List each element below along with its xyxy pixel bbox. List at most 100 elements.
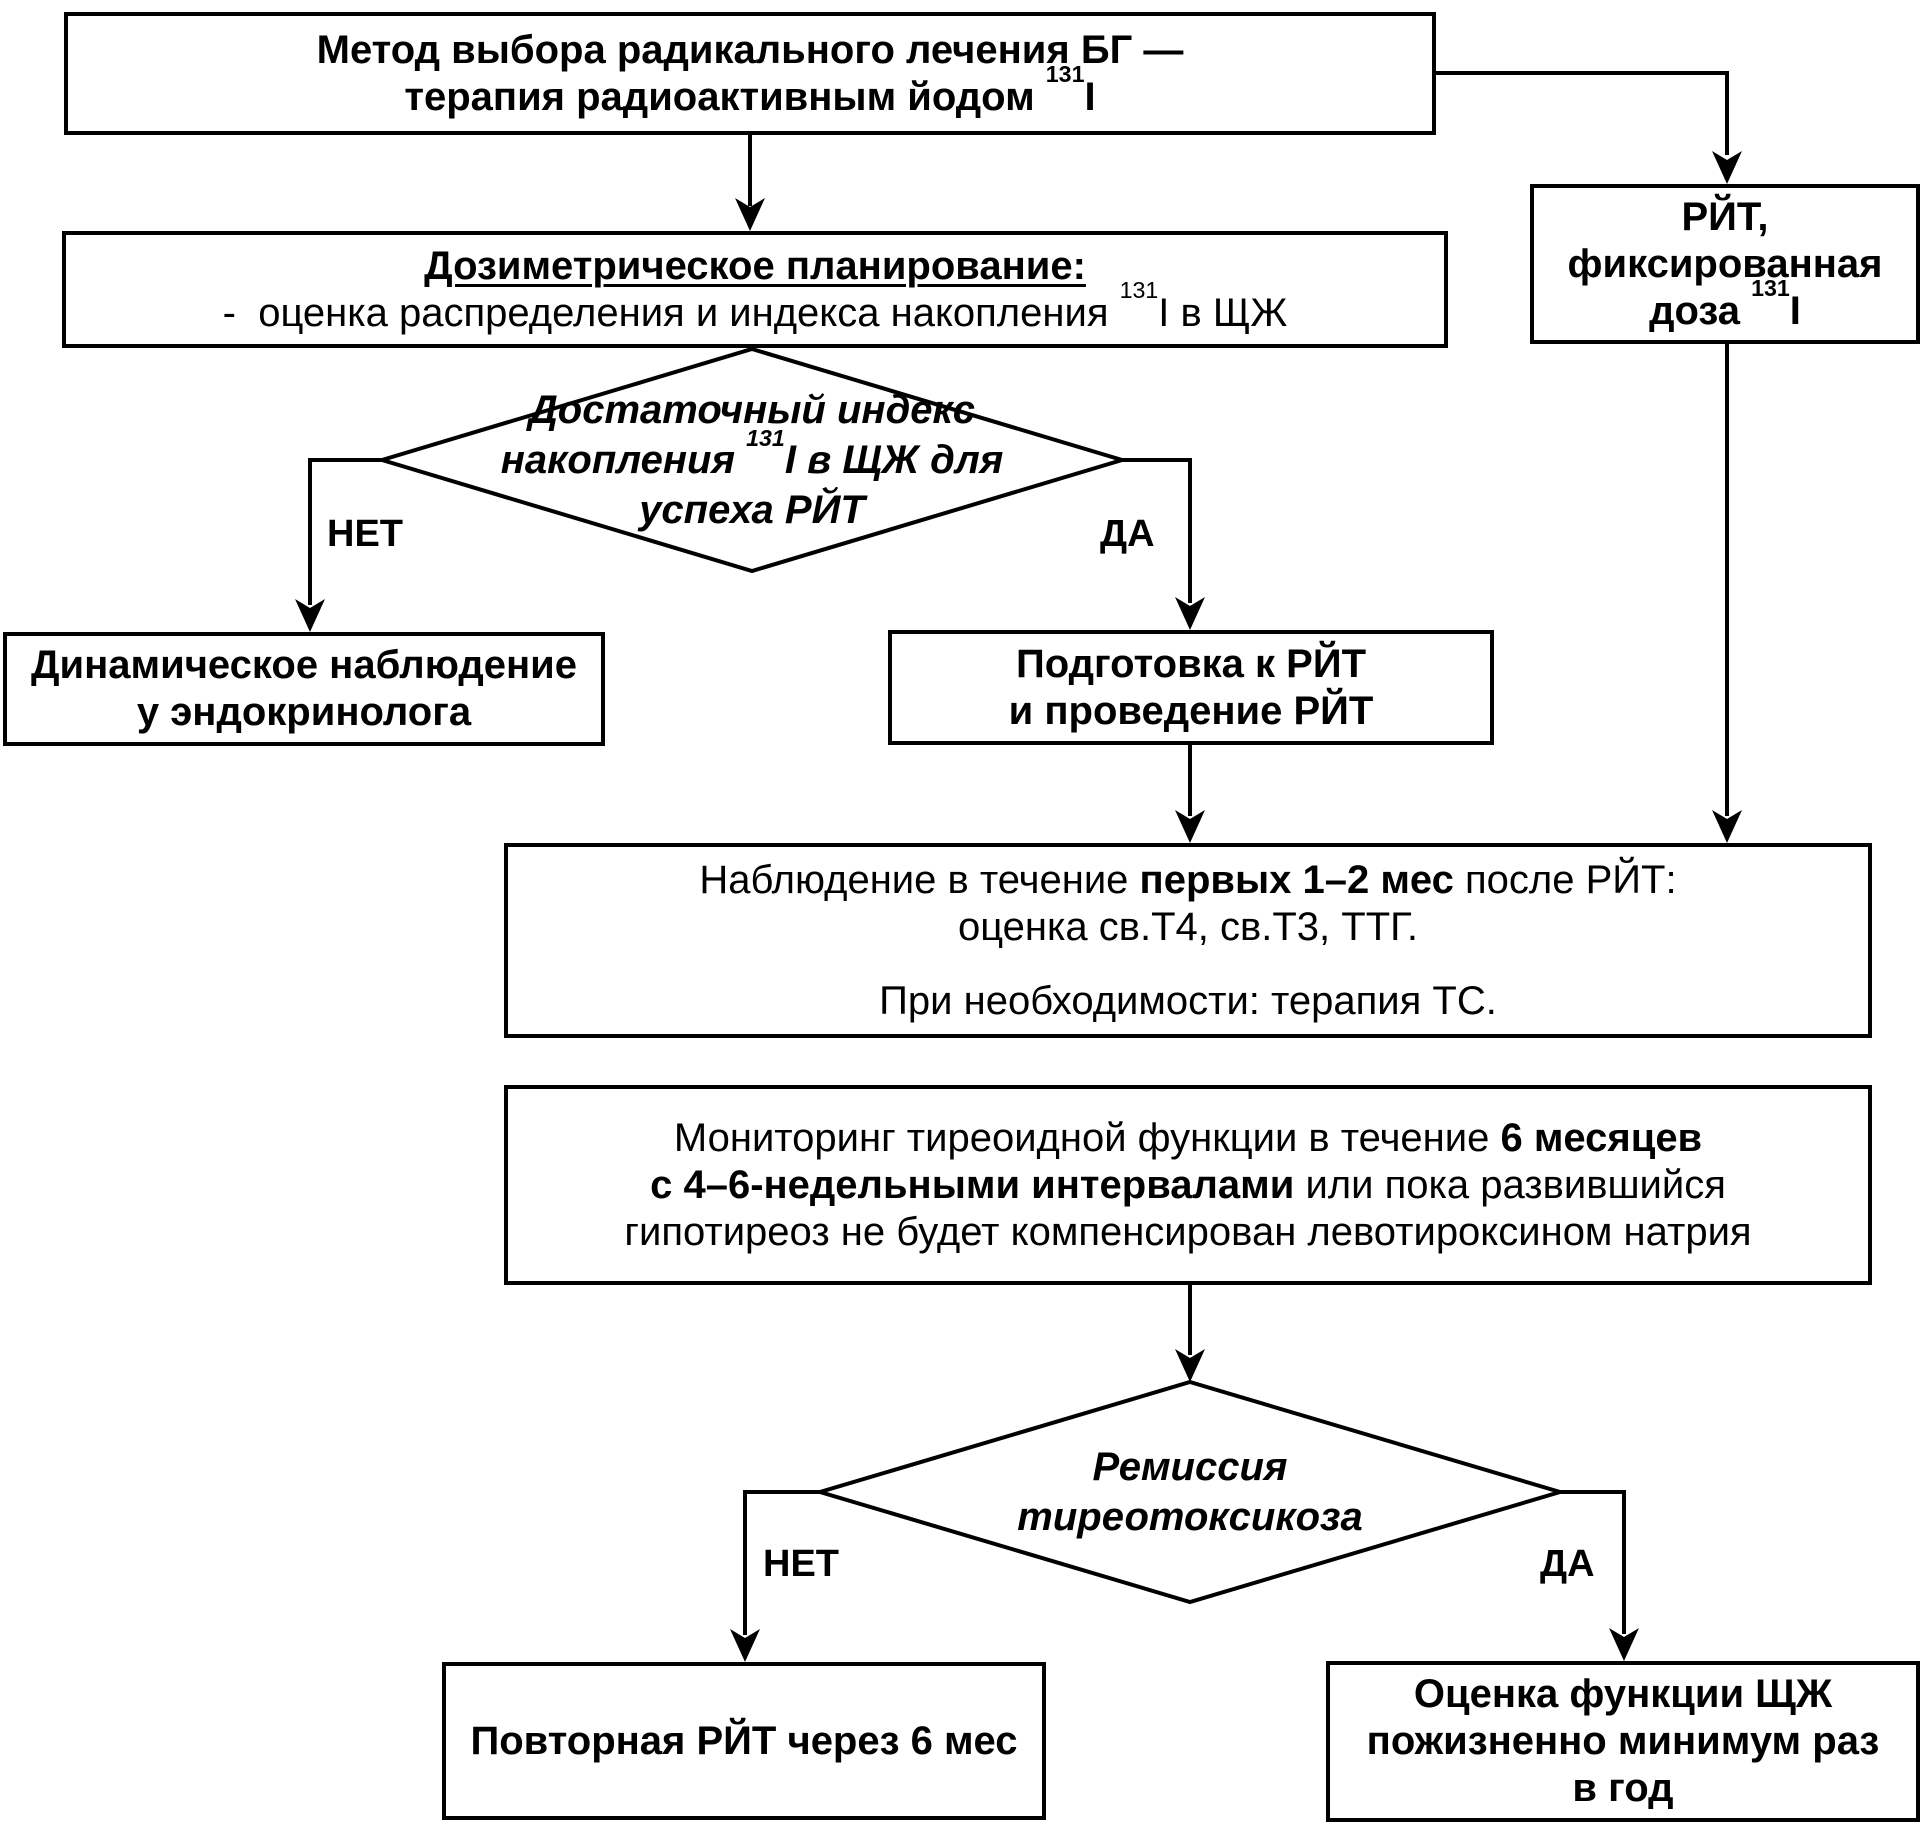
decision-remission-text: Ремиссия тиреотоксикоза xyxy=(870,1402,1510,1582)
arrowhead-observation-right xyxy=(1712,810,1742,843)
remission-line2-text: тиреотоксикоза xyxy=(1017,1495,1363,1539)
node-preparation-box: Подготовка к РЙТ и проведение РЙТ xyxy=(888,630,1494,745)
arrowhead-preparation xyxy=(1175,597,1205,630)
uptake-line1: Достаточный индекс xyxy=(529,385,975,435)
lifelong-eval-line3-text: в год xyxy=(1572,1766,1674,1810)
dynamic-line2: у эндокринолога xyxy=(137,689,471,736)
monitoring-line1-text: Мониторинг тиреоидной функции в течение xyxy=(673,1115,1501,1160)
method-line1: Метод выбора радикального лечения БГ — xyxy=(317,27,1184,74)
label-uptake-yes: ДА xyxy=(1100,514,1155,554)
yes-label-text: ДА xyxy=(1540,1543,1595,1585)
monitoring-line3: гипотиреоз не будет компенсирован левоти… xyxy=(624,1209,1751,1256)
node-dynamic-observation-box: Динамическое наблюдение у эндокринолога xyxy=(3,632,605,746)
lifelong-eval-line2-text: пожизненно минимум раз xyxy=(1366,1719,1880,1763)
observation-line2-text: оценка св.Т4, св.Т3, ТТГ. xyxy=(957,904,1419,949)
isotope-131-superscript: 131 xyxy=(1045,61,1085,88)
lifelong-eval-line2: пожизненно минимум раз xyxy=(1367,1718,1880,1765)
uptake-line2-text: накопления xyxy=(500,438,747,482)
remission-line1-text: Ремиссия xyxy=(1092,1445,1288,1489)
observation-line1-post-text: после РЙТ: xyxy=(1453,857,1677,902)
arrowhead-dynamic-observation xyxy=(295,599,325,632)
uptake-line3: успеха РЙТ xyxy=(639,485,865,535)
monitoring-line2: с 4–6-недельными интервалами или пока ра… xyxy=(650,1162,1726,1209)
uptake-line2-post-text: в ЩЖ для xyxy=(795,438,1004,482)
rit-fixed-line1-text: РЙТ, xyxy=(1681,194,1769,239)
arrowhead-remission xyxy=(1175,1349,1205,1382)
decision-uptake-shape xyxy=(375,346,1129,574)
node-lifelong-evaluation-box: Оценка функции ЩЖ пожизненно минимум раз… xyxy=(1326,1661,1920,1822)
observation-line1-text: Наблюдение в течение xyxy=(699,857,1140,902)
isotope-symbol: I xyxy=(1084,74,1096,119)
preparation-line2: и проведение РЙТ xyxy=(1009,688,1374,735)
lifelong-eval-line1-text: Оценка функции ЩЖ xyxy=(1413,1672,1833,1716)
observation-line3: При необходимости: терапия ТС. xyxy=(879,978,1497,1025)
preparation-line1: Подготовка к РЙТ xyxy=(1016,641,1366,688)
rit-fixed-line2-text: фиксированная xyxy=(1567,241,1883,286)
isotope-131-superscript: 131 xyxy=(746,424,785,451)
node-rit-fixed-dose-box: РЙТ, фиксированная доза 131I xyxy=(1530,184,1920,344)
method-line1-text: Метод выбора радикального лечения БГ — xyxy=(316,27,1184,72)
no-label-text: НЕТ xyxy=(763,1543,839,1585)
connector-method-to-rit-fixed xyxy=(1436,71,1729,155)
observation-line3-text: При необходимости: терапия ТС. xyxy=(879,978,1497,1023)
dosimetry-item: - оценка распределения и индекса накопле… xyxy=(222,279,1288,337)
dosimetry-title: Дозиметрическое планирование: xyxy=(424,243,1086,290)
node-monitoring-box: Мониторинг тиреоидной функции в течение … xyxy=(504,1085,1872,1285)
uptake-line2: накопления 131I в ЩЖ для xyxy=(500,426,1004,485)
dynamic-line1-text: Динамическое наблюдение xyxy=(31,643,577,687)
method-line2: терапия радиоактивным йодом 131I xyxy=(404,63,1096,121)
rit-fixed-line3: доза 131I xyxy=(1649,277,1801,335)
isotope-symbol: I xyxy=(784,438,796,482)
preparation-line2-text: и проведение РЙТ xyxy=(1008,688,1374,733)
method-line2-text: терапия радиоактивным йодом xyxy=(404,74,1046,119)
rit-fixed-line2: фиксированная xyxy=(1568,241,1883,288)
remission-line1: Ремиссия xyxy=(1093,1442,1288,1492)
node-method-box: Метод выбора радикального лечения БГ — т… xyxy=(64,12,1436,135)
dosimetry-item-text: - оценка распределения и индекса накопле… xyxy=(222,290,1120,335)
decision-uptake-text: Достаточный индекс накопления 131I в ЩЖ … xyxy=(432,368,1072,552)
repeat-rit-line1-text: Повторная РЙТ через 6 мес xyxy=(470,1718,1018,1763)
uptake-line3-text: успеха РЙТ xyxy=(639,488,865,532)
decision-remission-shape xyxy=(812,1379,1568,1605)
dynamic-line2-text: у эндокринолога xyxy=(136,690,472,734)
label-remission-yes: ДА xyxy=(1540,1544,1595,1584)
monitoring-line2-text: или пока развившийся xyxy=(1294,1162,1726,1207)
monitoring-line3-text: гипотиреоз не будет компенсирован левоти… xyxy=(624,1209,1752,1254)
node-observation-box: Наблюдение в течение первых 1–2 мес посл… xyxy=(504,843,1872,1038)
isotope-131-superscript: 131 xyxy=(1751,275,1790,302)
arrowhead-repeat-rit xyxy=(730,1629,760,1662)
remission-line2: тиреотоксикоза xyxy=(1017,1492,1362,1542)
dynamic-line1: Динамическое наблюдение xyxy=(31,642,577,689)
monitoring-line1: Мониторинг тиреоидной функции в течение … xyxy=(674,1115,1702,1162)
monitoring-line1-bold-text: 6 месяцев xyxy=(1500,1115,1703,1160)
connector-uptake-no xyxy=(308,458,382,605)
uptake-line1-text: Достаточный индекс xyxy=(528,388,976,432)
isotope-131-superscript: 131 xyxy=(1119,277,1159,304)
arrowhead-rit-fixed xyxy=(1712,151,1742,184)
no-label-text: НЕТ xyxy=(327,513,403,555)
preparation-line1-text: Подготовка к РЙТ xyxy=(1015,641,1367,686)
observation-line1-bold-text: первых 1–2 мес xyxy=(1139,857,1454,902)
connector-remission-yes xyxy=(1560,1490,1626,1634)
isotope-symbol: I xyxy=(1789,288,1801,333)
connector-uptake-yes xyxy=(1122,458,1192,603)
node-repeat-rit-box: Повторная РЙТ через 6 мес xyxy=(442,1662,1046,1820)
label-uptake-no: НЕТ xyxy=(327,514,403,554)
observation-line2: оценка св.Т4, св.Т3, ТТГ. xyxy=(958,904,1418,951)
arrowhead-lifelong-eval xyxy=(1609,1628,1639,1661)
arrowhead-dosimetry xyxy=(735,198,765,231)
lifelong-eval-line1: Оценка функции ЩЖ xyxy=(1414,1671,1832,1718)
arrowhead-observation-left xyxy=(1175,810,1205,843)
dosimetry-item-post-text: в ЩЖ xyxy=(1169,290,1288,335)
observation-line1: Наблюдение в течение первых 1–2 мес посл… xyxy=(699,857,1676,904)
monitoring-line2-bold-text: с 4–6-недельными интервалами xyxy=(650,1162,1295,1207)
connector-remission-no xyxy=(743,1490,820,1635)
repeat-rit-line1: Повторная РЙТ через 6 мес xyxy=(470,1718,1017,1765)
isotope-symbol: I xyxy=(1158,290,1170,335)
label-remission-no: НЕТ xyxy=(763,1544,839,1584)
lifelong-eval-line3: в год xyxy=(1572,1765,1673,1812)
rit-fixed-line1: РЙТ, xyxy=(1682,194,1769,241)
rit-fixed-line3-text: доза xyxy=(1649,288,1752,333)
